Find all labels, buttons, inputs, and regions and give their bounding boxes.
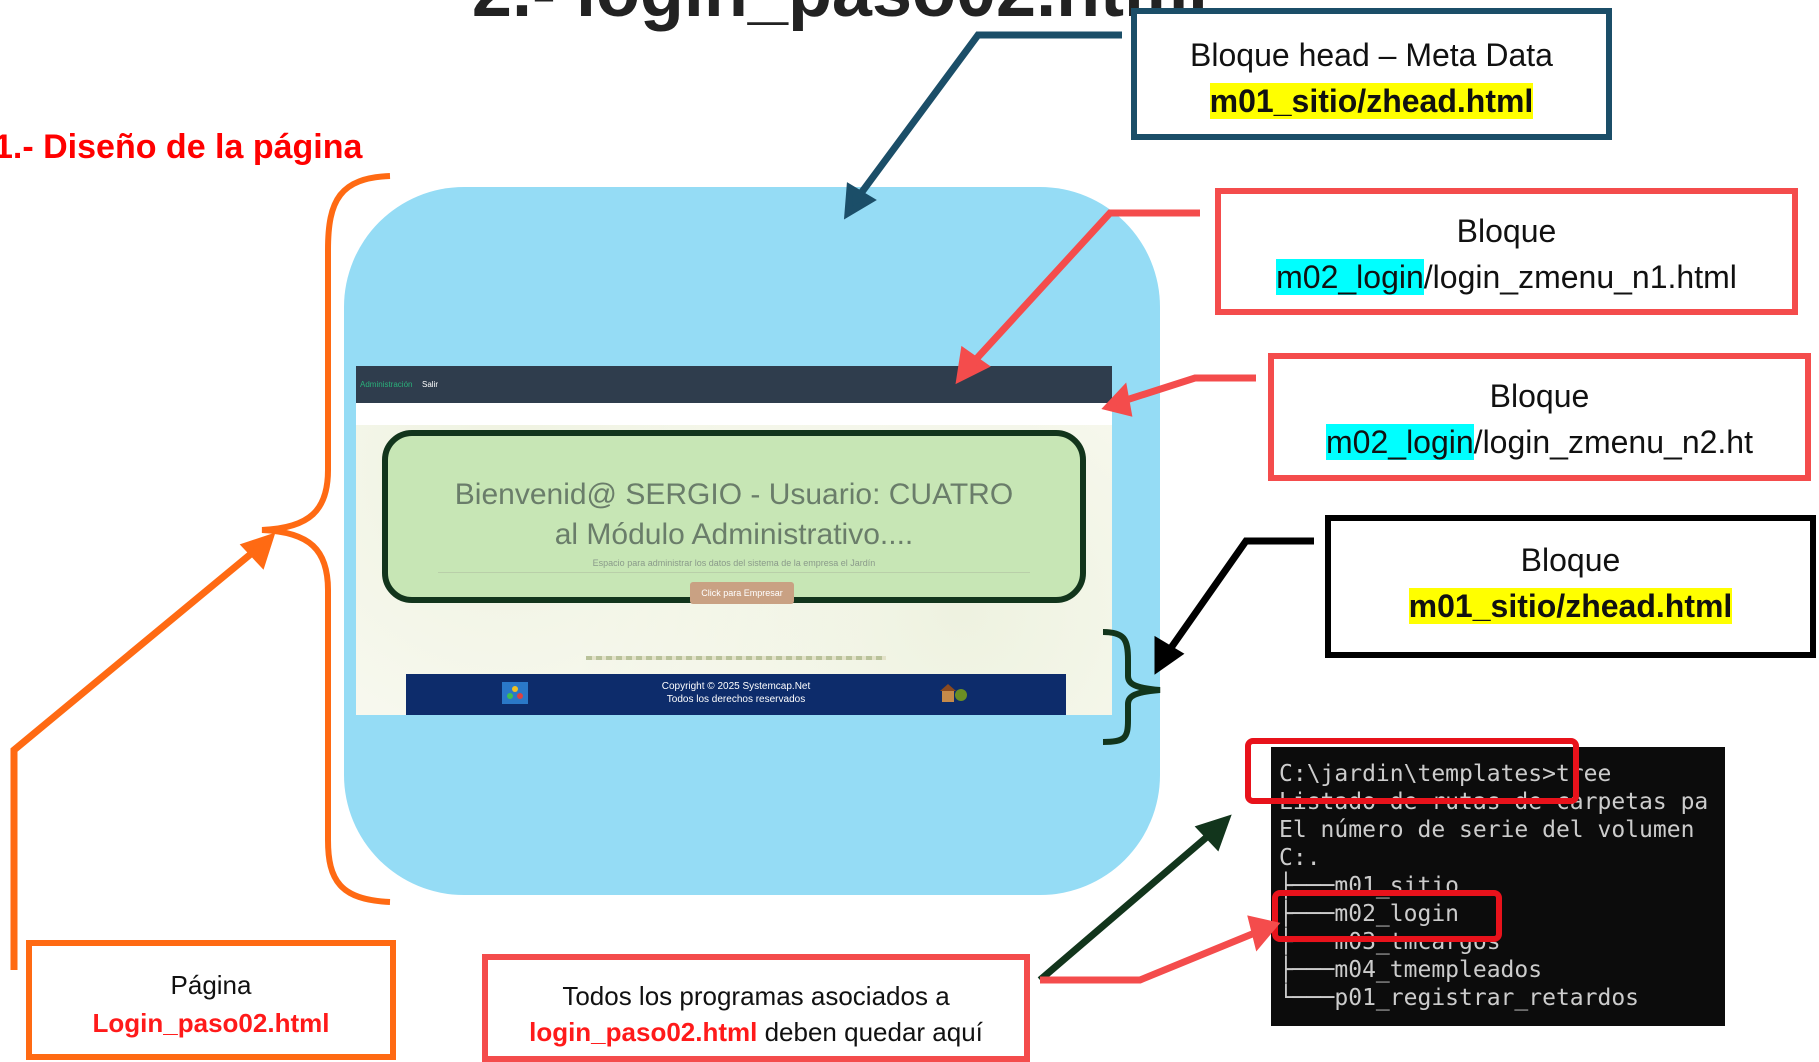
page-screenshot: Administración Salir Bienvenid@ SERGIO -… [356,366,1112,715]
terminal-path-highlight [1245,738,1579,804]
callout-head-block: Bloque head – Meta Data m01_sitio/zhead.… [1131,8,1612,140]
garden-logo-icon [940,684,967,702]
page-top-title: 2.- login_paso02.html [470,0,1210,28]
callout-page-file: Login_paso02.html [92,1008,330,1038]
terminal-line: ├───m02_login [1279,901,1460,927]
callout-page: Página Login_paso02.html [26,940,396,1060]
callout-page-label: Página [170,970,252,1000]
terminal-folder-highlight [1272,890,1502,942]
callout-menu-n2: Bloque m02_login/login_zmenu_n2.ht [1268,353,1811,481]
welcome-divider [438,572,1030,573]
menu-level1-bar: Administración Salir [356,366,1112,403]
nav-link-exit[interactable]: Salir [422,380,439,389]
footer-rights: Todos los derechos reservados [666,694,806,705]
page-footer: Copyright © 2025 Systemcap.Net Todos los… [406,674,1066,715]
welcome-panel: Bienvenid@ SERGIO - Usuario: CUATRO al M… [382,430,1086,604]
callout-footer-block: Bloque m01_sitio/zhead.html [1325,515,1816,658]
callout-footer-path: m01_sitio/zhead.html [1408,588,1733,624]
terminal-line: C:. [1279,845,1321,871]
arrow-footer-block [1154,537,1314,675]
terminal-line: └───p01_registrar_retardos [1279,985,1640,1011]
callout-programs-label: Todos los programas asociados a [562,981,950,1011]
welcome-heading-line1: Bienvenid@ SERGIO - Usuario: CUATRO [454,478,1014,511]
menu-level2-bar [356,403,1112,425]
terminal-line: ├───m03_tmcargos [1279,929,1501,955]
callout-menu-n2-file: /login_zmenu_n2.ht [1473,424,1753,460]
section-title: 1.- Diseño de la página [0,128,363,166]
callout-menu-n2-label: Bloque [1489,378,1590,414]
nav-link-admin[interactable]: Administración [360,380,413,389]
callout-programs-file: login_paso02.html [529,1017,758,1047]
callout-menu-n1-label: Bloque [1456,213,1557,249]
callout-head-path: m01_sitio/zhead.html [1209,83,1534,119]
decorative-stripe [586,656,886,660]
terminal-line: ├───m04_tmempleados [1279,957,1543,983]
footer-copyright: Copyright © 2025 Systemcap.Net [661,681,811,692]
company-logo-icon [502,682,528,704]
callout-menu-n1: Bloque m02_login/login_zmenu_n1.html [1215,188,1798,315]
callout-programs: Todos los programas asociados a login_pa… [482,954,1030,1062]
callout-menu-n2-folder: m02_login [1326,424,1474,460]
arrow-page [10,532,276,970]
callout-menu-n1-folder: m02_login [1276,259,1424,295]
start-button[interactable]: Click para Empresar [690,582,794,604]
callout-head-label: Bloque head – Meta Data [1190,37,1553,73]
arrow-programs-red [1040,915,1281,984]
callout-menu-n1-file: /login_zmenu_n1.html [1423,259,1737,295]
terminal-line: El número de serie del volumen [1279,817,1695,843]
terminal-line: C:\jardin\templates>tree [1279,761,1612,787]
callout-programs-suffix: deben quedar aquí [757,1017,983,1047]
callout-footer-label: Bloque [1520,542,1621,578]
welcome-subtitle: Espacio para administrar los datos del s… [592,558,876,568]
welcome-heading-line2: al Módulo Administrativo.... [554,518,914,551]
